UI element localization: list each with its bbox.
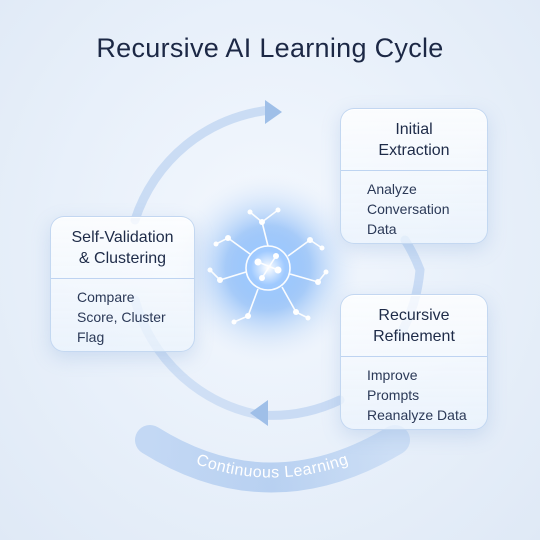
- stage-heading: Initial Extraction: [341, 109, 487, 171]
- arrow-left-icon: [250, 400, 268, 426]
- stage-card-initial-extraction: Initial Extraction Analyze Conversation …: [340, 108, 488, 244]
- diagram-title: Recursive AI Learning Cycle: [96, 33, 444, 63]
- stage-heading: Self-Validation & Clustering: [51, 217, 194, 279]
- cycle-ring-top: [130, 105, 275, 225]
- arrow-right-icon: [265, 100, 282, 124]
- stage-description: Compare Score, Cluster Flag: [77, 289, 166, 345]
- stage-heading: Recursive Refinement: [341, 295, 487, 357]
- stage-description: Analyze Conversation Data: [367, 181, 450, 237]
- cycle-ring-bottom: [255, 395, 345, 420]
- stage-card-recursive-refinement: Recursive Refinement Improve Prompts Rea…: [340, 294, 488, 430]
- continuous-learning-band: [135, 425, 410, 493]
- stage-card-self-validation: Self-Validation & Clustering Compare Sco…: [50, 216, 195, 352]
- stage-description: Improve Prompts Reanalyze Data: [367, 367, 467, 423]
